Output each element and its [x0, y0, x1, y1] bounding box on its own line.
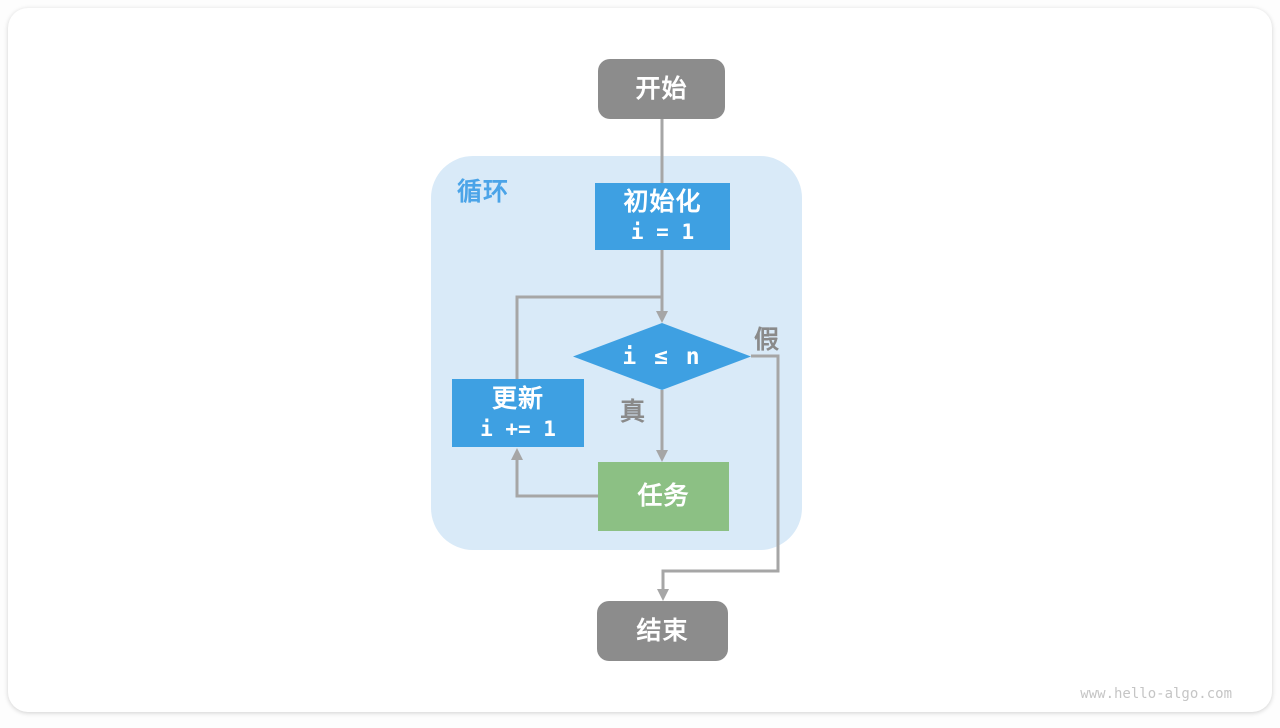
false-branch-label: 假	[754, 326, 780, 354]
watermark: www.hello-algo.com	[1080, 686, 1232, 702]
init-node-code: i = 1	[630, 220, 695, 244]
update-node: 更新 i += 1	[452, 379, 584, 447]
diagram-card: 循环 开始 初始化 i = 1 i ≤ n 假 真 更新 i += 1 任务	[8, 8, 1272, 712]
arrowhead-end-top	[657, 589, 669, 601]
loop-label: 循环	[457, 178, 510, 206]
init-node-label: 初始化	[623, 188, 702, 216]
condition-diamond: i ≤ n	[573, 323, 751, 390]
condition-diamond-label: i ≤ n	[622, 343, 702, 370]
start-node-label: 开始	[635, 74, 688, 103]
task-node-label: 任务	[637, 482, 690, 510]
task-node: 任务	[598, 462, 729, 531]
init-node: 初始化 i = 1	[595, 183, 730, 250]
start-node: 开始	[598, 59, 725, 119]
end-node-label: 结束	[636, 616, 689, 645]
true-branch-label: 真	[620, 398, 646, 426]
end-node: 结束	[597, 601, 728, 661]
update-node-code: i += 1	[480, 416, 556, 441]
update-node-label: 更新	[491, 384, 544, 413]
